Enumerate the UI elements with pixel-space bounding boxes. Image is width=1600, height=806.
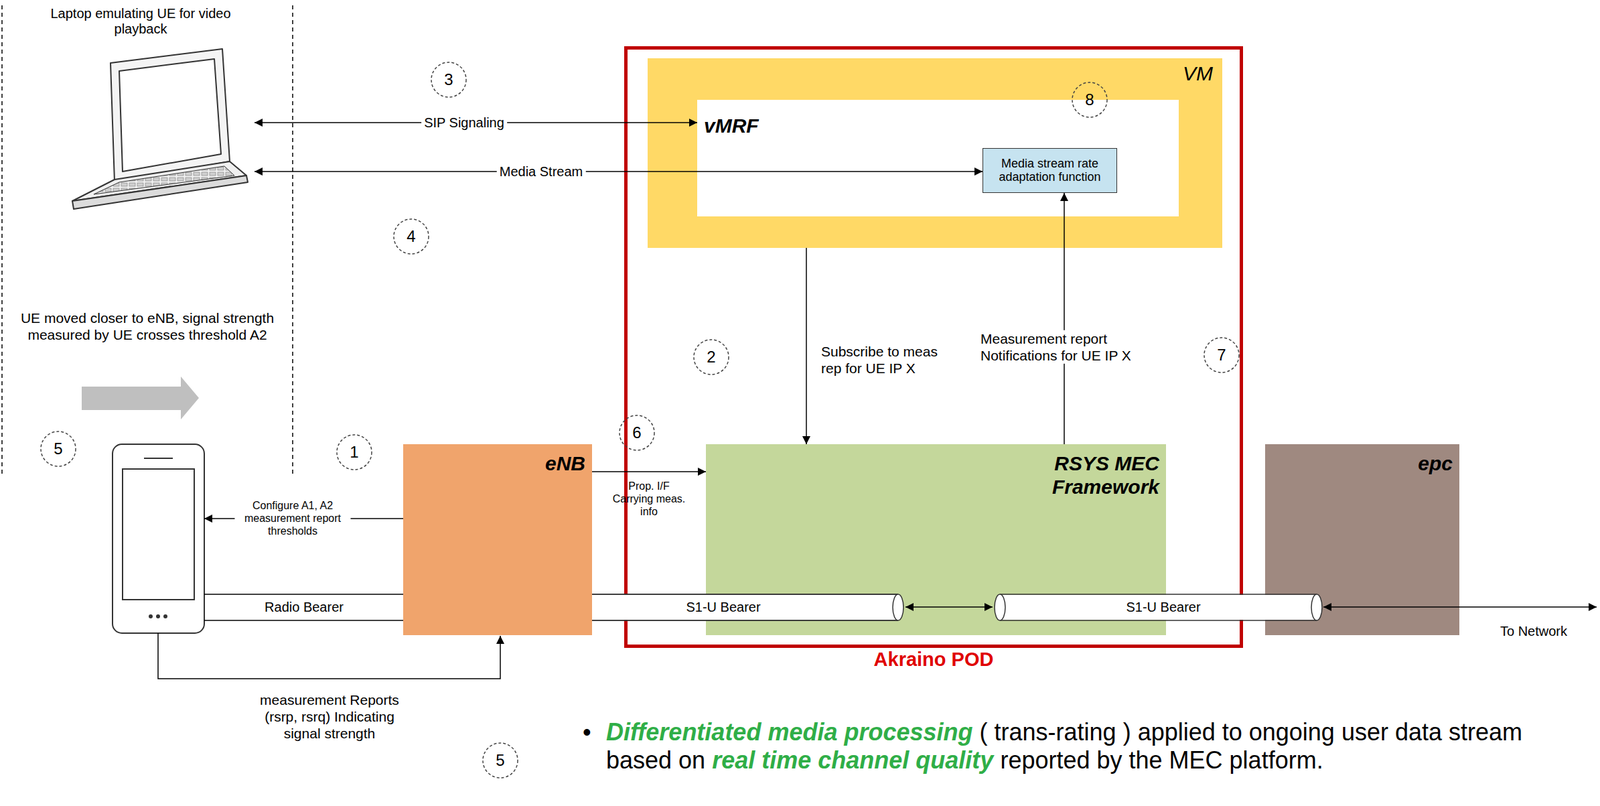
callout-circles bbox=[40, 62, 1240, 778]
boundary-line bbox=[1, 5, 3, 475]
vmrf-box: vMRF Media stream rate adaptation functio… bbox=[697, 99, 1179, 217]
s1u-pipe-end bbox=[1311, 594, 1323, 621]
edge-label: Media Stream bbox=[496, 163, 587, 180]
body-text: reported by the MEC platform. bbox=[999, 746, 1323, 774]
node-title: VM bbox=[1182, 62, 1213, 86]
s1u-pipe bbox=[592, 594, 899, 620]
bullet-text: Differentiated media processing( trans-r… bbox=[606, 717, 1591, 775]
radio-bearer-line bbox=[204, 593, 404, 595]
mec-box: RSYS MEC Framework bbox=[705, 444, 1167, 635]
callout-number: 6 bbox=[629, 423, 644, 443]
callout-number: 2 bbox=[703, 347, 718, 368]
callout-number: 1 bbox=[346, 442, 361, 463]
s1u-pipe bbox=[999, 594, 1317, 621]
node-title: vMRF bbox=[703, 114, 759, 138]
callout-number: 8 bbox=[1082, 90, 1097, 110]
connector bbox=[254, 170, 983, 173]
highlight-text: Differentiated media processing bbox=[606, 717, 974, 746]
node-title: eNB bbox=[545, 452, 586, 476]
radio-bearer-line bbox=[204, 619, 404, 621]
callout-number: 3 bbox=[441, 70, 456, 90]
s1u-pipe bbox=[999, 594, 1317, 620]
network-link bbox=[1323, 606, 1597, 608]
s1u-pipe-end bbox=[892, 594, 904, 621]
edge-note: measurement Reports (rsrp, rsrq) Indicat… bbox=[243, 691, 416, 743]
node-title: Akraino POD bbox=[627, 648, 1240, 671]
laptop-node: Laptop emulating UE for video playback bbox=[26, 3, 255, 218]
connector bbox=[254, 121, 698, 124]
connector bbox=[1063, 192, 1065, 445]
connector bbox=[805, 247, 808, 445]
node-title: Media stream rate adaptation function bbox=[985, 156, 1114, 185]
epc-box: epc bbox=[1265, 444, 1460, 635]
bearer-label: S1-U Bearer bbox=[683, 598, 763, 615]
bearer-label: Radio Bearer bbox=[261, 598, 347, 615]
bearer-link bbox=[905, 606, 993, 608]
vm-box: VM vMRF Media stream rate adaptation funct… bbox=[647, 58, 1223, 248]
node-title: RSYS MEC Framework bbox=[985, 452, 1160, 499]
highlight-text: real time channel quality bbox=[711, 746, 994, 774]
phone-icon bbox=[112, 444, 205, 633]
s1u-pipe bbox=[592, 594, 899, 621]
note-text: UE moved closer to eNB, signal strength … bbox=[4, 309, 291, 343]
callout-number: 5 bbox=[492, 750, 507, 771]
enb-box: eNB bbox=[403, 444, 593, 635]
bearer-label: S1-U Bearer bbox=[1123, 598, 1203, 615]
edge-note: Configure A1, A2 measurement report thre… bbox=[235, 498, 351, 538]
callout-number: 5 bbox=[50, 439, 65, 459]
akraino-pod: Akraino PODVMvMRFMedia stream rate adapt… bbox=[624, 46, 1244, 648]
edge-label: Prop. I/F Carrying meas. info bbox=[606, 479, 692, 519]
edge-label: SIP Signaling bbox=[421, 114, 507, 131]
movement-arrow bbox=[81, 376, 199, 420]
config-arrow bbox=[204, 517, 404, 520]
connector bbox=[592, 470, 706, 473]
laptop-icon bbox=[72, 48, 248, 209]
callout-number: 4 bbox=[403, 227, 418, 247]
network-label: To Network bbox=[1497, 622, 1570, 639]
callout-number: 7 bbox=[1214, 345, 1229, 366]
process-box: Media stream rate adaptation function bbox=[982, 148, 1118, 193]
node-title: epc bbox=[1417, 452, 1453, 476]
boundary-line bbox=[292, 5, 294, 475]
measurement-report-arrow bbox=[158, 632, 501, 679]
edge-label: Measurement report Notifications for UE … bbox=[977, 330, 1163, 364]
bullet: • bbox=[579, 717, 595, 747]
edge-label: Subscribe to meas rep for UE IP X bbox=[818, 342, 962, 377]
body-text: ( trans-rating ) applied to ongoing user… bbox=[606, 717, 1523, 774]
s1u-pipe bbox=[592, 594, 899, 621]
s1u-pipe-end bbox=[994, 594, 1006, 621]
node-title: Laptop emulating UE for video playback bbox=[26, 6, 255, 37]
